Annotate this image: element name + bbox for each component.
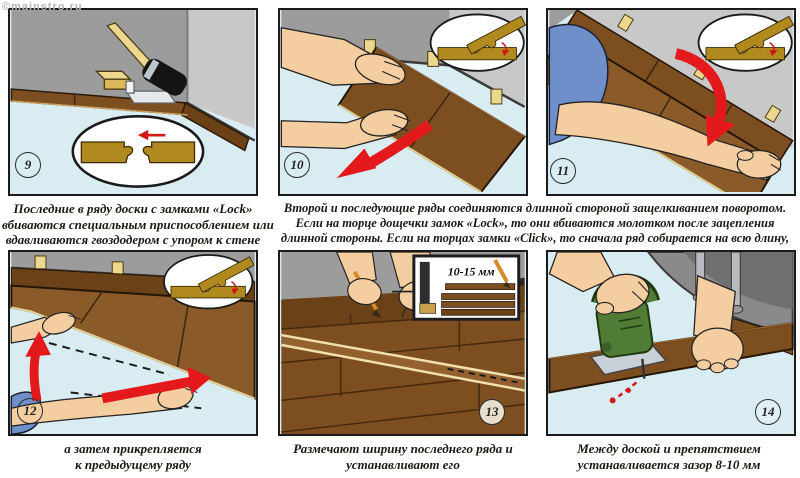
hand-holding-plank [691, 274, 744, 374]
caption-line: к предыдущему ряду [75, 456, 191, 472]
step-number-badge: 10 [284, 152, 310, 178]
measurement-inset: 10-15 мм [392, 254, 521, 321]
caption-step-13: Размечают ширину последнего ряда и устан… [272, 441, 534, 472]
caption-line: устанавливается зазор 8-10 мм [577, 456, 761, 472]
panel-10-illustration [280, 10, 526, 192]
red-arrow-up [25, 331, 51, 402]
wall-right [187, 10, 255, 129]
caption-line: Последние в ряду доски с замками «Lock» [13, 201, 253, 216]
lock-profile-inset [697, 13, 794, 72]
caption-line: вбиваются специальным приспособлением ил… [2, 216, 274, 232]
pull-bar [124, 80, 177, 104]
caption-line: Если на торце дощечки замок «Lock», то о… [295, 216, 775, 230]
saw-blade [641, 358, 646, 379]
watermark: ©mainstro.ru [2, 1, 83, 13]
panel-9-illustration [10, 10, 256, 192]
rubber-mallet [106, 22, 188, 96]
red-arrow-right [101, 366, 212, 404]
caption-line: длинной стороны. Если на торцах замки «C… [280, 231, 790, 245]
hand-upper-left [10, 311, 81, 344]
panel-step-11 [546, 8, 796, 196]
lock-profile-inset [71, 114, 205, 189]
dashed-guide-line [48, 342, 170, 376]
red-arrow-rotate [674, 48, 736, 147]
panel-step-10 [278, 8, 528, 196]
panel-step-12 [8, 250, 258, 436]
panel-step-14 [546, 250, 796, 436]
arm-and-hand [554, 101, 782, 182]
panel-14-illustration [548, 252, 794, 434]
caption-step-14: Между доской и препятствием устанавливае… [540, 441, 798, 472]
step-number-badge: 12 [17, 398, 43, 424]
step-number-badge: 13 [479, 399, 505, 425]
red-arrow-down-left [336, 120, 433, 179]
caption-step-12: а затем прикрепляется к предыдущему ряду [2, 441, 264, 472]
panel-11-illustration [548, 10, 794, 192]
step-number-badge: 9 [15, 152, 41, 178]
panel-step-9 [8, 8, 258, 196]
pencil-icon [493, 258, 509, 283]
lock-profile-inset [429, 13, 526, 72]
laminate-row [10, 88, 250, 152]
wall-left [11, 10, 188, 103]
marked-row [281, 333, 525, 392]
caption-line: вдавливаются гвоздодером с упором к стен… [5, 232, 261, 248]
caption-line: а затем прикрепляется [64, 441, 202, 456]
hand-lower [280, 108, 411, 150]
hand-on-jigsaw [548, 252, 650, 315]
step-number-badge: 11 [550, 158, 576, 184]
caption-line: Между доской и препятствием [577, 441, 761, 456]
panel-13-illustration: 10-15 мм [281, 252, 525, 434]
hand-with-pencil [336, 252, 382, 319]
hand-upper [280, 27, 406, 86]
caption-line: Размечают ширину последнего ряда и [293, 441, 513, 456]
caption-line: Второй и последующие ряды соединяются дл… [283, 201, 787, 215]
caption-step-9: Последние в ряду доски с замками «Lock» … [2, 201, 274, 248]
cut-marks [609, 381, 638, 404]
inset-gap-label: 10-15 мм [448, 265, 495, 279]
caption-steps-10-11: Второй и последующие ряды соединяются дл… [270, 201, 800, 246]
caption-line: устанавливают его [346, 456, 460, 472]
panel-12-illustration [10, 252, 256, 434]
step-number-badge: 14 [755, 399, 781, 425]
